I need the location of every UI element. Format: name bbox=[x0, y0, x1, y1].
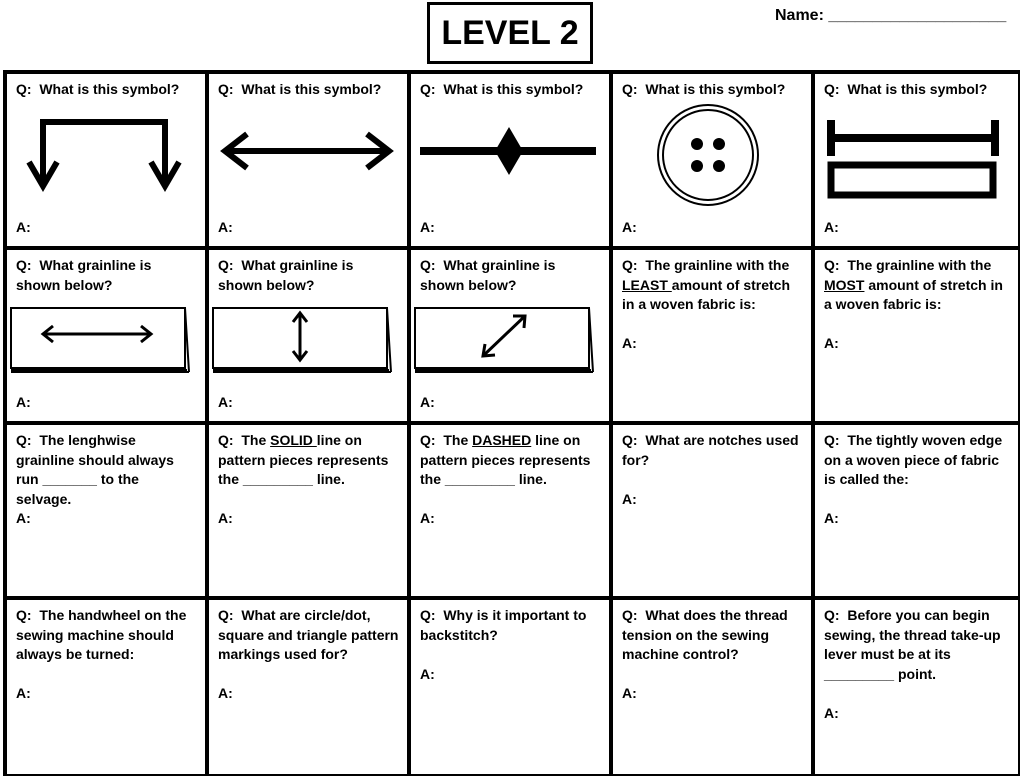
fabric-vertical-arrow-icon bbox=[212, 307, 392, 373]
page-title: LEVEL 2 bbox=[427, 2, 593, 64]
diamond-line-icon bbox=[420, 127, 596, 175]
question-text: Q: The grainline with the MOST amount of… bbox=[824, 257, 1003, 312]
question-text: Q: What are notches used for? bbox=[622, 432, 799, 468]
answer-label: A: bbox=[218, 219, 233, 235]
question-cell-r2c3: Q: What grainline is shown below? A: bbox=[411, 250, 613, 425]
question-cell-r1c5: Q: What is this symbol? A: bbox=[815, 74, 1018, 250]
question-cell-r1c4: Q: What is this symbol? A: bbox=[613, 74, 815, 250]
answer-label: A: bbox=[218, 510, 233, 526]
question-text: Q: What grainline is shown below? bbox=[218, 257, 354, 293]
button-icon bbox=[657, 104, 759, 206]
answer-label: A: bbox=[420, 510, 435, 526]
answer-label: A: bbox=[824, 705, 839, 721]
question-text: Q: The tightly woven edge on a woven pie… bbox=[824, 432, 1003, 487]
question-text: Q: What grainline is shown below? bbox=[16, 257, 152, 293]
question-grid: Q: What is this symbol? A: Q: What is th… bbox=[3, 70, 1020, 776]
question-cell-r2c1: Q: What grainline is shown below? A: bbox=[7, 250, 209, 425]
answer-label: A: bbox=[420, 219, 435, 235]
question-cell-r2c2: Q: What grainline is shown below? A: bbox=[209, 250, 411, 425]
buttonhole-icon bbox=[827, 120, 999, 199]
question-cell-r4c1: Q: The handwheel on the sewing machine s… bbox=[7, 600, 209, 774]
answer-label: A: bbox=[218, 394, 233, 410]
question-text: Q: What is this symbol? bbox=[16, 81, 180, 97]
answer-label: A: bbox=[16, 394, 31, 410]
question-text: Q: What is this symbol? bbox=[420, 81, 584, 97]
question-text: Q: What is this symbol? bbox=[824, 81, 988, 97]
question-cell-r3c3: Q: The DASHED line on pattern pieces rep… bbox=[411, 425, 613, 600]
question-text: Q: The grainline with the LEAST amount o… bbox=[622, 257, 791, 312]
question-cell-r3c4: Q: What are notches used for? A: bbox=[613, 425, 815, 600]
answer-label: A: bbox=[622, 491, 637, 507]
answer-label: A: bbox=[16, 219, 31, 235]
answer-label: A: bbox=[622, 335, 637, 351]
answer-label: A: bbox=[622, 685, 637, 701]
answer-label: A: bbox=[824, 219, 839, 235]
question-text: Q: What is this symbol? bbox=[218, 81, 382, 97]
question-text: Q: The lenghwise grainline should always… bbox=[16, 432, 174, 507]
question-cell-r4c3: Q: Why is it important to backstitch? A: bbox=[411, 600, 613, 774]
question-text: Q: What is this symbol? bbox=[622, 81, 786, 97]
question-text: Q: What grainline is shown below? bbox=[420, 257, 556, 293]
answer-label: A: bbox=[16, 685, 31, 701]
question-cell-r2c5: Q: The grainline with the MOST amount of… bbox=[815, 250, 1018, 425]
fabric-diagonal-arrow-icon bbox=[414, 307, 594, 373]
question-cell-r4c5: Q: Before you can begin sewing, the thre… bbox=[815, 600, 1018, 774]
question-cell-r4c2: Q: What are circle/dot, square and trian… bbox=[209, 600, 411, 774]
answer-label: A: bbox=[218, 685, 233, 701]
answer-label: A: bbox=[420, 666, 435, 682]
question-text: Q: Before you can begin sewing, the thre… bbox=[824, 607, 1001, 682]
double-arrow-icon bbox=[220, 131, 394, 171]
question-text: Q: Why is it important to backstitch? bbox=[420, 607, 587, 643]
question-cell-r3c5: Q: The tightly woven edge on a woven pie… bbox=[815, 425, 1018, 600]
question-text: Q: The handwheel on the sewing machine s… bbox=[16, 607, 187, 662]
fabric-horizontal-arrow-icon bbox=[10, 307, 190, 373]
question-cell-r2c4: Q: The grainline with the LEAST amount o… bbox=[613, 250, 815, 425]
name-field[interactable]: Name: ____________________ bbox=[775, 7, 1007, 24]
question-cell-r1c1: Q: What is this symbol? A: bbox=[7, 74, 209, 250]
question-text: Q: What are circle/dot, square and trian… bbox=[218, 607, 399, 662]
fold-line-arrow-icon bbox=[26, 119, 182, 192]
question-text: Q: What does the thread tension on the s… bbox=[622, 607, 788, 662]
question-cell-r3c2: Q: The SOLID line on pattern pieces repr… bbox=[209, 425, 411, 600]
answer-label: A: bbox=[824, 335, 839, 351]
answer-label: A: bbox=[824, 510, 839, 526]
answer-label: A: bbox=[420, 394, 435, 410]
question-cell-r3c1: Q: The lenghwise grainline should always… bbox=[7, 425, 209, 600]
answer-label: A: bbox=[16, 510, 31, 526]
answer-label: A: bbox=[622, 219, 637, 235]
question-cell-r1c3: Q: What is this symbol? A: bbox=[411, 74, 613, 250]
question-text: Q: The SOLID line on pattern pieces repr… bbox=[218, 432, 389, 487]
question-cell-r1c2: Q: What is this symbol? A: bbox=[209, 74, 411, 250]
question-text: Q: The DASHED line on pattern pieces rep… bbox=[420, 432, 591, 487]
question-cell-r4c4: Q: What does the thread tension on the s… bbox=[613, 600, 815, 774]
